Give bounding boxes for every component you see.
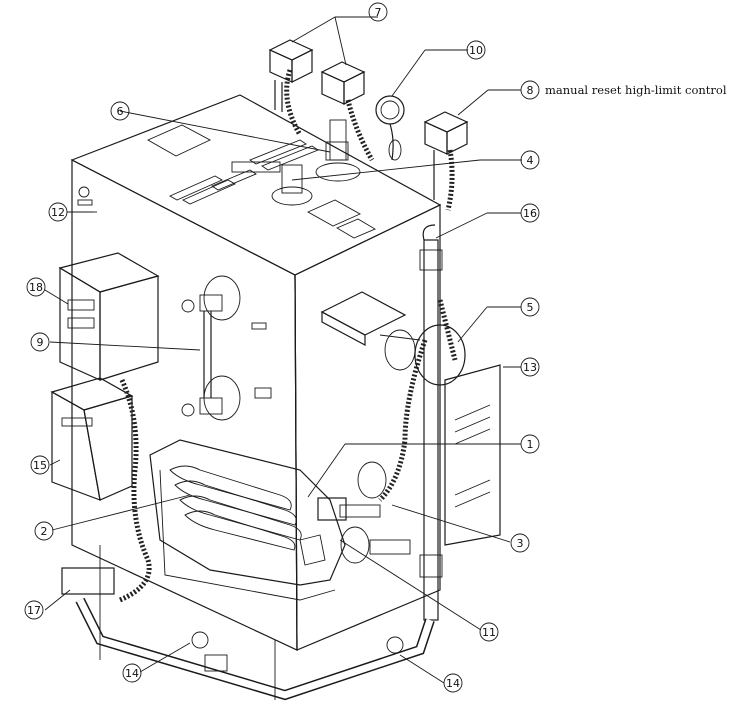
callout-12: 12 <box>48 202 68 222</box>
sight-glass <box>181 275 241 421</box>
callout-10: 10 <box>466 40 486 60</box>
callout-3: 3 <box>510 533 530 553</box>
callout-18: 18 <box>26 277 46 297</box>
control-box-lower <box>50 377 134 501</box>
pump-assembly <box>320 291 466 386</box>
callout-number: 7 <box>375 6 382 19</box>
callout-number: 11 <box>482 626 496 639</box>
callout-number: 5 <box>527 301 534 314</box>
callout-number: 15 <box>33 459 47 472</box>
callout-number: 13 <box>523 361 537 374</box>
callout-6: 6 <box>110 101 130 121</box>
feed-pipe <box>419 224 443 621</box>
callout-number: 14 <box>125 667 139 680</box>
callout-number: 8 <box>527 84 534 97</box>
callout-15: 15 <box>30 455 50 475</box>
callout-number: 9 <box>37 336 44 349</box>
callout-4: 4 <box>520 150 540 170</box>
callout-number: 16 <box>523 207 537 220</box>
conduit-cables <box>118 69 458 603</box>
callout-number: 2 <box>41 525 48 538</box>
pressure-gauge <box>375 95 405 161</box>
callout-16: 16 <box>520 203 540 223</box>
callout-number: 6 <box>117 105 124 118</box>
callout-17: 17 <box>24 600 44 620</box>
callout-14-left: 14 <box>122 663 142 683</box>
callout-number: 1 <box>527 438 534 451</box>
heating-element-cutaway <box>149 439 346 601</box>
pressure-controls <box>268 39 366 112</box>
base-piping <box>61 545 435 701</box>
callout-8: 8 <box>520 80 540 100</box>
steam-outlet-valve <box>231 161 313 206</box>
callout-9: 9 <box>30 332 50 352</box>
high-limit-control <box>423 111 469 200</box>
callout-number: 12 <box>51 206 65 219</box>
control-box-upper <box>58 252 160 381</box>
callout-number: 14 <box>446 677 460 690</box>
callout-number: 10 <box>469 44 483 57</box>
callout-14-right: 14 <box>443 673 463 693</box>
callout-13: 13 <box>520 357 540 377</box>
callout-number: 4 <box>527 154 534 167</box>
drain-valve-assembly <box>299 461 411 566</box>
callout-number: 18 <box>29 281 43 294</box>
callout-7: 7 <box>368 2 388 22</box>
callout-11: 11 <box>479 622 499 642</box>
leader-lines <box>44 16 522 684</box>
callout-number: 17 <box>27 604 41 617</box>
callout-1: 1 <box>520 434 540 454</box>
callout-number: 3 <box>517 537 524 550</box>
safety-valve <box>315 119 361 182</box>
side-electrical-box <box>444 364 501 546</box>
manual-reset-label: manual reset high-limit control <box>545 83 727 97</box>
boiler-cabinet <box>70 94 442 651</box>
callout-2: 2 <box>34 521 54 541</box>
callout-5: 5 <box>520 297 540 317</box>
